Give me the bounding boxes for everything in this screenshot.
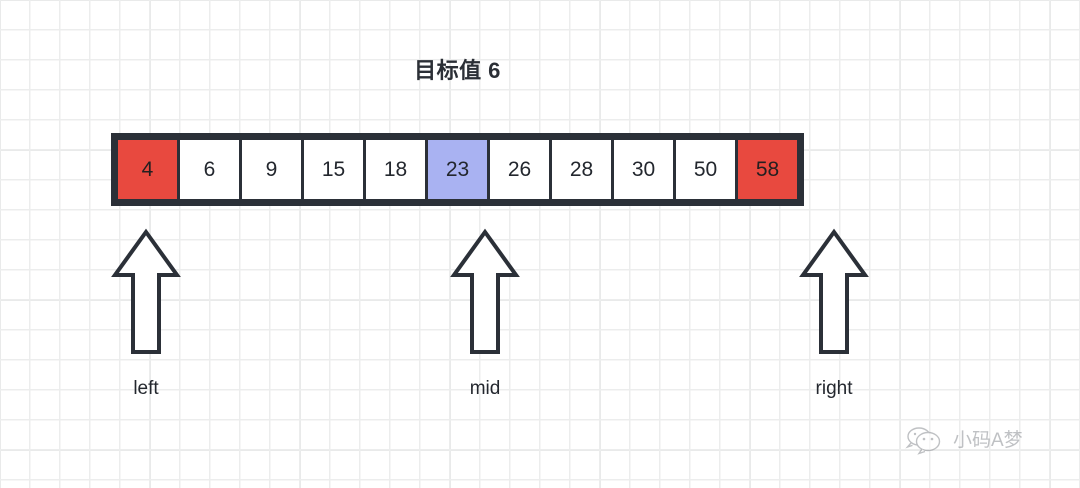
array-cell: 15	[301, 137, 366, 202]
sorted-array: 4 6 9 15 18 23 26 28 30 50 58	[111, 133, 804, 206]
pointer-left: left	[86, 228, 206, 400]
page-title: 目标值 6	[414, 58, 501, 83]
array-cell: 30	[611, 137, 676, 202]
arrow-up-icon	[799, 228, 869, 354]
array-cell: 18	[363, 137, 428, 202]
array-cell: 58	[735, 137, 800, 202]
array-cell: 23	[425, 137, 490, 202]
arrow-up-icon	[111, 228, 181, 354]
array-cell: 50	[673, 137, 738, 202]
array-cell: 26	[487, 137, 552, 202]
array-cell: 6	[177, 137, 242, 202]
array-cell: 9	[239, 137, 304, 202]
array-cell: 4	[115, 137, 180, 202]
arrow-up-icon	[450, 228, 520, 354]
watermark: 小码A梦	[905, 426, 1023, 456]
pointer-mid-label: mid	[469, 378, 501, 399]
pointer-left-label: left	[133, 378, 159, 399]
pointer-right-label: right	[815, 378, 853, 399]
wechat-official-account-icon	[905, 427, 941, 455]
watermark-text: 小码A梦	[953, 430, 1023, 451]
pointer-mid: mid	[425, 228, 545, 400]
array-cell: 28	[549, 137, 614, 202]
pointer-right: right	[774, 228, 894, 400]
